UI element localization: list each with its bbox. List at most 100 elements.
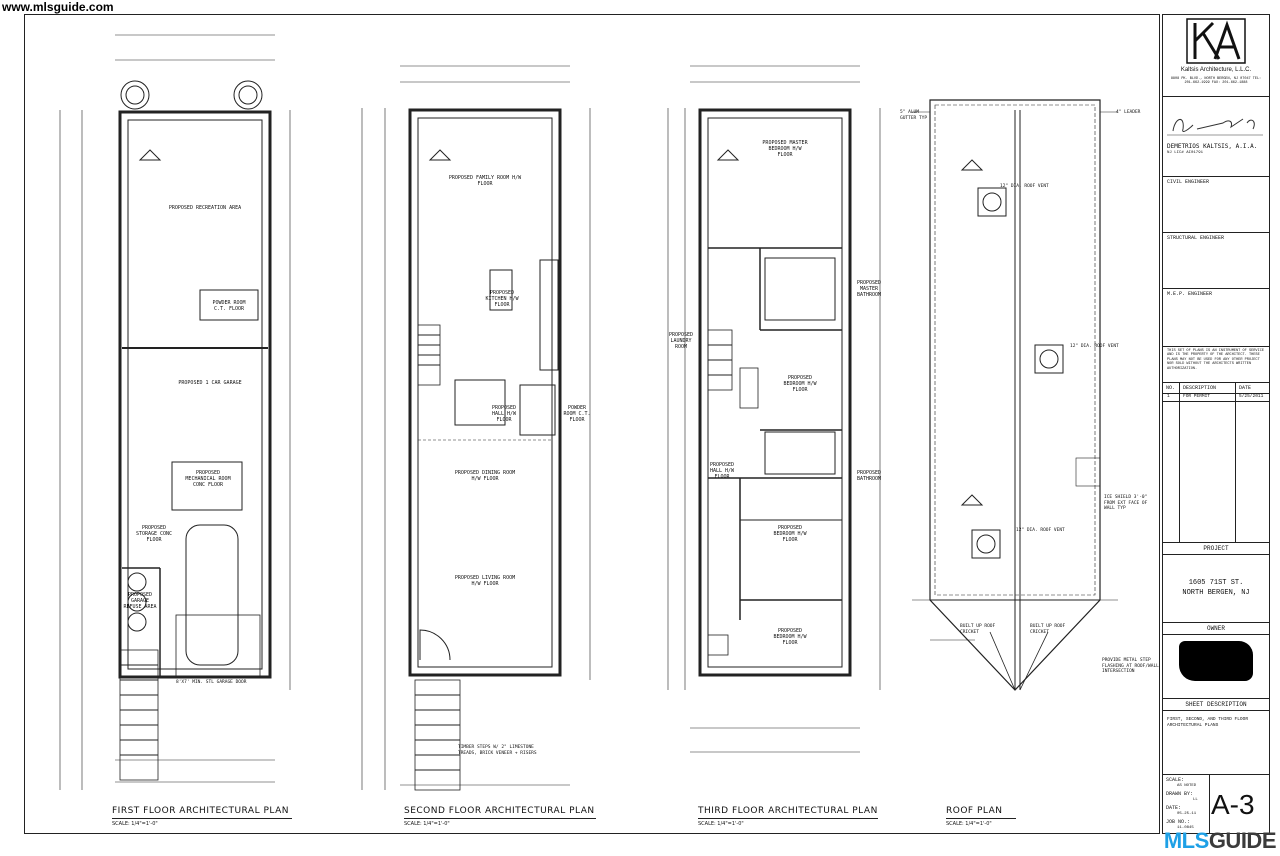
plan-title-underline [946,818,1016,819]
title-block: Kaltsis Architecture, L.L.C. 8808 PK. BL… [1162,14,1270,834]
firm-address: 8808 PK. BLVD., NORTH BERGEN, NJ 07047 T… [1170,77,1262,85]
room-mechanical: PROPOSED MECHANICAL ROOM CONC FLOOR [185,470,231,488]
roof-plan [912,99,1118,691]
room-master-bed: PROPOSED MASTER BEDROOM H/W FLOOR [762,140,808,158]
room-living: PROPOSED LIVING ROOM H/W FLOOR [454,575,516,587]
firm-logo [1186,18,1246,64]
note-garage-door: 8'x7' MIN. STL GARAGE DOOR [176,680,247,685]
first-floor-plan [59,34,291,790]
sheet-info-section: SCALE: AS NOTED DRAWN BY: LL DATE: 05-25… [1163,775,1269,833]
structural-label: STRUCTURAL ENGINEER [1167,235,1225,241]
mls-logo-part-1: MLS [1163,828,1209,853]
note-roof-vent-1: 12" DIA. ROOF VENT [1000,184,1049,189]
mls-logo-part-2: GUIDE [1208,828,1277,853]
mep-section: M.E.P. ENGINEER [1163,289,1269,347]
plan-title-underline [698,818,878,819]
plan-scale-first: SCALE: 1/4"=1'-0" [112,821,158,827]
job-label: JOB NO.: [1166,819,1191,825]
sheet-desc-section: SHEET DESCRIPTION FIRST, SECOND, AND THI… [1163,699,1269,775]
project-section: PROJECT 1605 71ST ST. NORTH BERGEN, NJ [1163,543,1269,623]
room-powder-2: POWDER ROOM C.T. FLOOR [563,405,591,423]
plan-scale-roof: SCALE: 1/4"=1'-0" [946,821,992,827]
watermark-top: www.mlsguide.com [2,0,114,14]
third-floor-plan [667,65,881,753]
architect-section: DEMETRIOS KALTSIS, A.I.A. NJ LIC# AI0179… [1163,97,1269,177]
plan-title-underline [404,818,596,819]
plan-title-first: FIRST FLOOR ARCHITECTURAL PLAN [112,806,289,816]
owner-section: OWNER [1163,623,1269,699]
disclaimer-text: THIS SET OF PLANS IS AN INSTRUMENT OF SE… [1167,349,1265,371]
date-value: 05-25-11 [1177,812,1197,816]
firm-section: Kaltsis Architecture, L.L.C. 8808 PK. BL… [1163,15,1269,97]
plan-scale-third: SCALE: 1/4"=1'-0" [698,821,744,827]
room-laundry: PROPOSED LAUNDRY ROOM [668,332,694,350]
room-hall-2: PROPOSED HALL H/W FLOOR [491,405,517,423]
note-stair: TIMBER STEPS W/ 2" LIMESTONE TREADS, BRI… [458,745,537,756]
rev-divider [1179,383,1180,543]
note-leader: 4" LEADER [1116,110,1141,115]
drawn-value: LL [1193,798,1198,802]
mep-label: M.E.P. ENGINEER [1167,291,1213,297]
rev-col-desc: DESCRIPTION [1183,385,1217,391]
rev-row-desc: FOR PERMIT [1183,394,1211,399]
rev-row-no: 1 [1167,394,1170,399]
project-address-1: 1605 71ST ST. [1188,579,1244,587]
rev-col-no: NO. [1166,385,1176,391]
project-label: PROJECT [1163,545,1269,555]
note-flashing: PROVIDE METAL STEP FLASHING AT ROOF/WALL… [1102,658,1159,674]
plan-title-third: THIRD FLOOR ARCHITECTURAL PLAN [698,806,878,816]
rev-col-date: DATE [1239,385,1252,391]
room-garage-refuse: PROPOSED GARAGE REFUSE AREA [123,592,157,610]
plan-title-second: SECOND FLOOR ARCHITECTURAL PLAN [404,806,595,816]
room-kitchen: PROPOSED KITCHEN H/W FLOOR [485,290,519,308]
note-roof-vent-3: 12" DIA. ROOF VENT [1016,528,1065,533]
civil-label: CIVIL ENGINEER [1167,179,1210,185]
sheet-number: A-3 [1211,789,1255,820]
civil-section: CIVIL ENGINEER [1163,177,1269,233]
sheet-desc-label: SHEET DESCRIPTION [1163,701,1269,711]
architect-license: NJ LIC# AI01791 [1167,151,1204,155]
firm-name: Kaltsis Architecture, L.L.C. [1180,67,1252,73]
revision-header: NO. DESCRIPTION DATE [1163,383,1269,394]
drawing-frame [24,14,1160,834]
owner-redaction [1179,641,1253,681]
revision-table: NO. DESCRIPTION DATE 1 FOR PERMIT 5/25/2… [1163,383,1269,543]
plan-title-underline [112,818,292,819]
scale-value: AS NOTED [1177,784,1197,788]
note-gutter: 5" ALUM GUTTER TYP [900,110,928,121]
room-powder-1: POWDER ROOM C.T. FLOOR [212,300,246,312]
room-bedroom-3: PROPOSED BEDROOM H/W FLOOR [773,628,807,646]
note-cricket-1: BUILT UP ROOF CRICKET [960,624,996,635]
room-family: PROPOSED FAMILY ROOM H/W FLOOR [448,175,522,187]
disclaimer-section: THIS SET OF PLANS IS AN INSTRUMENT OF SE… [1163,347,1269,383]
sheet-desc-text: FIRST, SECOND, AND THIRD FLOOR ARCHITECT… [1167,717,1249,728]
rev-row-date: 5/25/2011 [1239,394,1264,399]
note-ice-shield: ICE SHIELD 3'-0" FROM EXT FACE OF WALL T… [1104,495,1148,511]
room-bathroom: PROPOSED BATHROOM [856,470,882,482]
job-value: 11-0845 [1177,826,1194,830]
plan-scale-second: SCALE: 1/4"=1'-0" [404,821,450,827]
room-master-bath: PROPOSED MASTER BATHROOM [856,280,882,298]
room-hall-3: PROPOSED HALL H/W FLOOR [709,462,735,480]
second-floor-plan [361,65,591,791]
mlsguide-watermark: MLSGUIDE [1163,828,1277,854]
room-bedroom-1: PROPOSED BEDROOM H/W FLOOR [783,375,817,393]
date-label: DATE: [1166,805,1182,811]
room-recreation: PROPOSED RECREATION AREA [168,205,242,211]
room-storage: PROPOSED STORAGE CONC FLOOR [135,525,173,543]
room-dining: PROPOSED DINING ROOM H/W FLOOR [454,470,516,482]
architect-name: DEMETRIOS KALTSIS, A.I.A. [1167,143,1258,150]
room-bedroom-2: PROPOSED BEDROOM H/W FLOOR [773,525,807,543]
plan-title-roof: ROOF PLAN [946,806,1003,816]
owner-label: OWNER [1163,625,1269,635]
note-cricket-2: BUILT UP ROOF CRICKET [1030,624,1066,635]
note-roof-vent-2: 12" DIA. ROOF VENT [1070,344,1119,349]
revision-row: 1 FOR PERMIT 5/25/2011 [1163,393,1269,402]
sheet-info-fields: SCALE: AS NOTED DRAWN BY: LL DATE: 05-25… [1163,775,1210,833]
project-address-2: NORTH BERGEN, NJ [1182,589,1250,597]
rev-divider [1235,383,1236,543]
room-garage: PROPOSED 1 CAR GARAGE [178,380,242,386]
structural-section: STRUCTURAL ENGINEER [1163,233,1269,289]
scale-label: SCALE: [1166,777,1185,783]
